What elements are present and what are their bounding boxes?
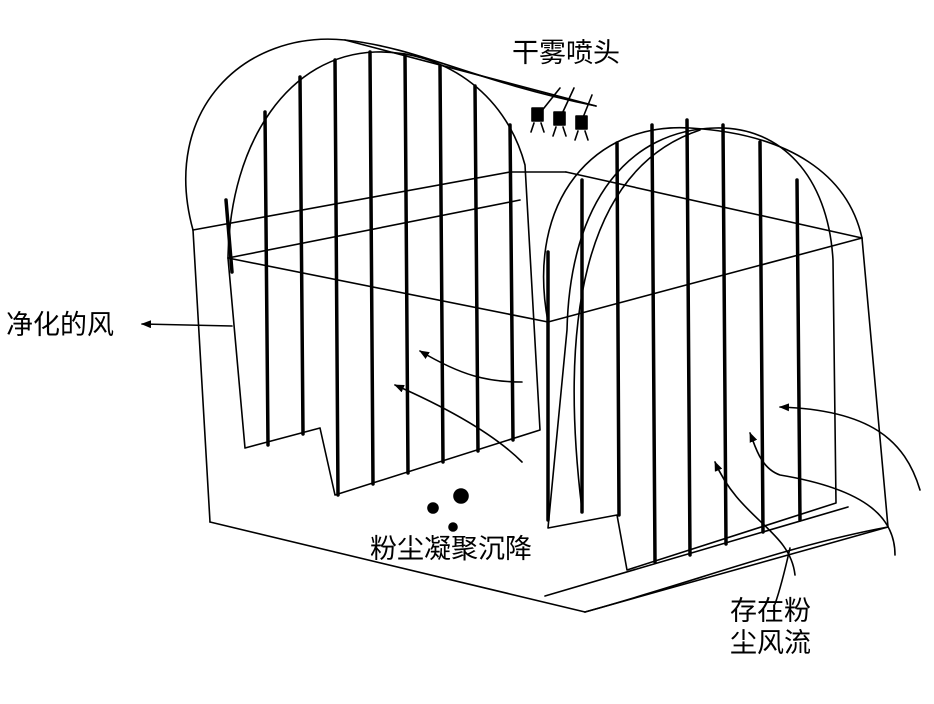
front-curtain-outline (547, 127, 837, 571)
rear-curtain (224, 50, 541, 497)
rear-curtain-bar (333, 58, 340, 497)
nozzle-spray (574, 130, 589, 141)
airflow-arrow (779, 403, 921, 491)
dust-particle (448, 522, 458, 532)
front-curtain (546, 118, 837, 571)
tunnel-side-wall-left (192, 229, 211, 523)
tunnel-front-arch (542, 126, 863, 323)
dust-particle (453, 488, 469, 504)
mist-plane (192, 171, 863, 323)
nozzle-head (575, 115, 588, 130)
rear-curtain-bar (473, 84, 480, 453)
dust-settle-label: 粉尘凝聚沉降 (370, 534, 532, 565)
airflow-arrow (419, 350, 523, 383)
front-curtain-bar (758, 140, 765, 534)
rear-curtain-bar (508, 123, 515, 442)
tunnel-floor-left (209, 521, 586, 613)
front-curtain-bar (615, 141, 621, 517)
dusty-air-leader (774, 547, 791, 605)
dusty-air-label-line2: 尘风流 (730, 628, 811, 660)
airflow-arrow (714, 461, 796, 576)
airflow-arrows (141, 320, 921, 605)
nozzle-head (553, 111, 566, 126)
front-curtain-bar (795, 178, 802, 522)
front-curtain-bar (721, 123, 728, 546)
nozzle-spray (530, 122, 545, 133)
nozzle-head (531, 107, 544, 122)
tunnel-shell (184, 38, 889, 613)
rear-curtain-bar (438, 64, 445, 464)
nozzle-spray (552, 126, 567, 137)
dry-mist-nozzles (530, 87, 593, 141)
front-curtain-bar (650, 123, 657, 564)
clean-air-label: 净化的风 (6, 310, 114, 341)
dust-particles (427, 488, 469, 532)
mist-plane-right-edge (565, 171, 863, 239)
airflow-arrow (749, 432, 896, 556)
rear-curtain-bar (224, 198, 234, 274)
dust-particle (427, 502, 439, 514)
rear-curtain-bar (298, 75, 305, 436)
rear-curtain-outline (227, 51, 541, 496)
tunnel-floor-curb (584, 526, 889, 613)
nozzle-label: 干雾喷头 (512, 38, 620, 69)
dusty-air-label-line1: 存在粉 (730, 596, 811, 627)
dusty-air-label: 存在粉 尘风流 (730, 596, 811, 661)
tunnel-side-wall-right (861, 237, 889, 528)
front-curtain-inner-arch (573, 129, 701, 511)
clean-air-arrow (141, 320, 233, 329)
rear-curtain-bar (403, 53, 410, 475)
mist-plane-rear-edge (192, 171, 511, 231)
rear-curtain-bar (368, 50, 375, 486)
mist-plane-diagonal (227, 199, 521, 259)
airflow-arrow (394, 384, 523, 463)
front-curtain-bar (685, 118, 692, 557)
mist-plane-inner-line (227, 257, 549, 323)
tunnel-floor-inner (544, 506, 849, 597)
mist-plane-front-edge (547, 237, 863, 323)
rear-curtain-bar (263, 110, 270, 447)
